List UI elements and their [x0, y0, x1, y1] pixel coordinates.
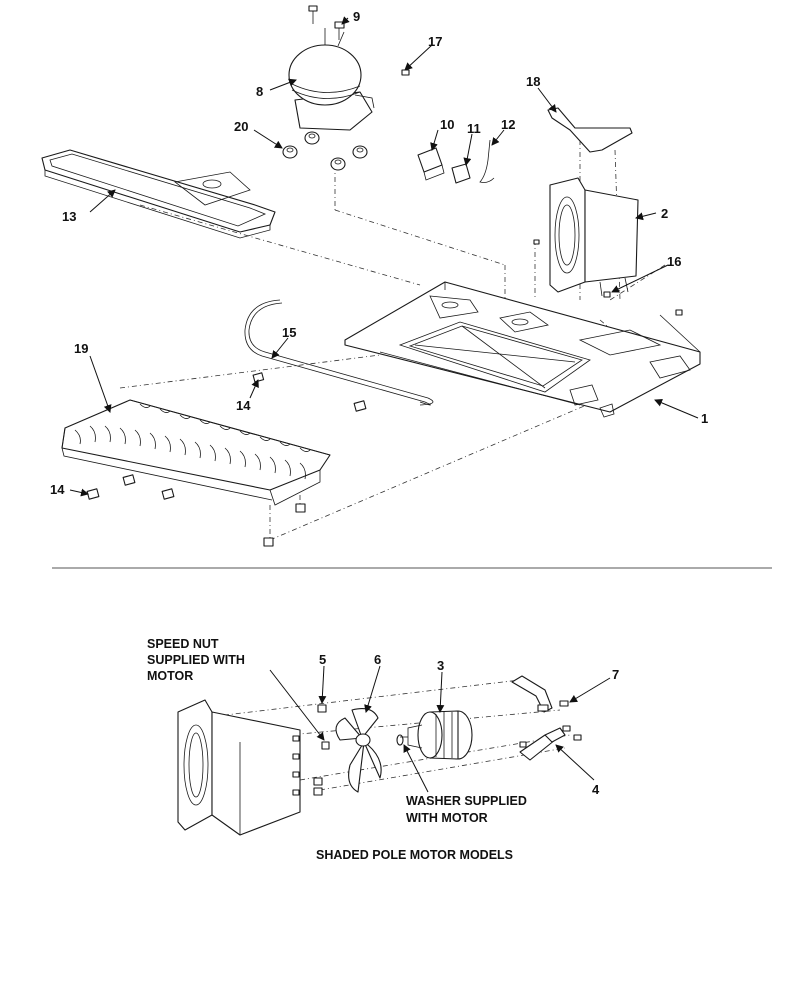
callout-16: 16	[667, 254, 681, 269]
fan-motor	[400, 710, 473, 760]
callout-19: 19	[74, 341, 88, 356]
speed-nuts	[313, 704, 330, 796]
washer	[396, 734, 404, 746]
callout-20: 20	[234, 119, 248, 134]
callout-14-lower: 14	[50, 482, 65, 497]
relay-10	[417, 147, 445, 181]
motor-bracket-upper	[511, 675, 569, 713]
callout-7: 7	[612, 667, 619, 682]
overload-11	[451, 163, 471, 184]
callout-15: 15	[282, 325, 296, 340]
compressor	[288, 28, 375, 131]
alignment-lines	[119, 140, 666, 541]
note-speed-nut-line-1: SPEED NUT	[147, 637, 219, 651]
fan-shroud	[549, 177, 639, 297]
motor-bracket-lower	[519, 725, 582, 761]
fittings-14	[86, 372, 367, 547]
callout-4: 4	[592, 782, 600, 797]
note-speed-nut-line-2: SUPPLIED WITH	[147, 653, 245, 667]
callout-10: 10	[440, 117, 454, 132]
screws-16	[533, 239, 683, 316]
fan-shroud-detail	[177, 699, 301, 836]
caption: SHADED POLE MOTOR MODELS	[316, 848, 513, 862]
callout-13: 13	[62, 209, 76, 224]
callout-6: 6	[374, 652, 381, 667]
callout-18: 18	[526, 74, 540, 89]
bracket-18	[547, 107, 633, 153]
fan-blade	[335, 708, 382, 793]
callout-8: 8	[256, 84, 263, 99]
drain-pan	[41, 149, 276, 239]
screw-9	[308, 5, 345, 40]
callout-9: 9	[353, 9, 360, 24]
base-pan	[344, 281, 701, 418]
note-washer: WASHER SUPPLIED WITH MOTOR	[406, 794, 527, 825]
callout-3: 3	[437, 658, 444, 673]
note-speed-nut: SPEED NUT SUPPLIED WITH MOTOR	[147, 637, 245, 683]
note-speed-nut-line-3: MOTOR	[147, 669, 193, 683]
callout-2: 2	[661, 206, 668, 221]
callout-5: 5	[319, 652, 326, 667]
callout-1: 1	[701, 411, 708, 426]
callout-12: 12	[501, 117, 515, 132]
leader-lines-bottom	[269, 665, 611, 793]
note-washer-line-1: WASHER SUPPLIED	[406, 794, 527, 808]
leader-lines-top	[69, 16, 699, 497]
wire-clip-12	[479, 139, 495, 183]
tube-15	[244, 299, 434, 406]
callout-14-upper: 14	[236, 398, 251, 413]
condenser-coil	[61, 399, 331, 506]
callout-17: 17	[428, 34, 442, 49]
grommets	[282, 131, 368, 171]
note-washer-line-2: WITH MOTOR	[406, 811, 488, 825]
clip-17	[401, 69, 410, 76]
callout-11: 11	[467, 121, 481, 136]
